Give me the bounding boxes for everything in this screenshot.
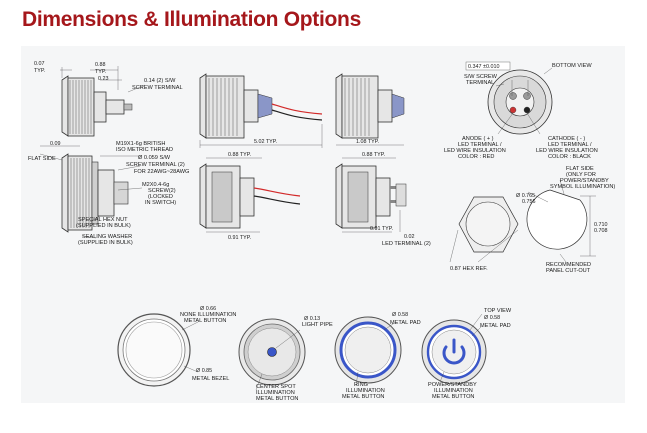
dim-088-top-typ: TYP. — [95, 69, 106, 75]
dim-088-top: 0.88 — [95, 62, 106, 68]
sw-screw-label-3: FOR 22AWG~28AWG — [134, 169, 189, 175]
opt2-label-3: ILLUMINATION — [256, 390, 295, 396]
opt4-dia-058: Ø 0.58 — [484, 315, 500, 321]
sw-screw-label-2: SCREW TERMINAL (2) — [126, 162, 185, 168]
cathode-label-2: LED TERMINAL / — [548, 142, 592, 148]
opt4-label-1: METAL PAD — [480, 323, 511, 329]
opt4-label-3: ILLUMINATION — [434, 388, 473, 394]
bottom-view — [465, 61, 553, 135]
m2-screw-label-2: SCREW(2) — [148, 188, 176, 194]
cutout-label-2: PANEL CUT-OUT — [546, 268, 591, 274]
option-center-spot — [238, 318, 306, 391]
flat-side-r1: FLAT SIDE — [566, 166, 594, 172]
opt1-dia-066: Ø 0.66 — [200, 306, 216, 312]
dim-108: 1.08 TYP. — [356, 139, 379, 145]
option-ring — [334, 316, 402, 387]
anode-label-4: COLOR : RED — [458, 154, 494, 160]
hex-nut-label-1: SPECIAL HEX NUT — [78, 217, 128, 223]
m2-screw-label-4: IN SWITCH) — [145, 200, 176, 206]
dim-502: 5.02 TYP. — [254, 139, 277, 145]
section-view-wires — [199, 157, 301, 233]
dim-0710: 0.710 — [594, 222, 608, 228]
hex-ref-label: 0.87 HEX REF. — [450, 266, 488, 272]
dim-091-mid: 0.91 TYP. — [228, 235, 251, 241]
opt3-label-4: METAL BUTTON — [342, 394, 384, 400]
dim-0708: 0.708 — [594, 228, 608, 234]
dim-007: 0.07 — [34, 61, 45, 67]
anode-label-3: LED WIRE INSULATION — [444, 148, 506, 154]
thread-label-2: ISO METRIC THREAD — [116, 147, 173, 153]
option-power-standby — [421, 313, 487, 385]
opt4-label-2: POWER/STANDBY — [428, 382, 477, 388]
dim-088-right: 0.88 TYP. — [362, 152, 385, 158]
flat-side-r4: SYMBOL ILLUMINATION) — [550, 184, 615, 190]
opt3-label-3: ILLUMINATION — [346, 388, 385, 394]
section-view-led — [335, 157, 407, 233]
led-terminal-label: LED TERMINAL (2) — [382, 241, 431, 247]
opt2-label-4: METAL BUTTON — [256, 396, 298, 402]
sw-screw-terminal-1: S/W SCREW — [464, 74, 498, 80]
cathode-label-4: COLOR : BLACK — [548, 154, 591, 160]
screw-terminal-label-1: 0.14 (2) S/W — [144, 78, 176, 84]
flat-side-label: FLAT SIDE — [28, 156, 56, 162]
dim-088-mid: 0.88 TYP. — [228, 152, 251, 158]
anode-label-1: ANODE ( + ) — [462, 136, 494, 142]
opt1-label-2: METAL BUTTON — [184, 318, 226, 324]
washer-label-2: (SUPPLIED IN BULK) — [78, 240, 133, 246]
option-none-illumination — [117, 313, 199, 387]
opt3-label-2: RING — [354, 382, 368, 388]
opt2-label-2: CENTER SPOT — [256, 384, 296, 390]
dim-0765-2: 0.756 — [522, 199, 536, 205]
flat-side-r2: (ONLY FOR — [566, 172, 596, 178]
page-title: Dimensions & Illumination Options — [22, 8, 361, 31]
opt4-label-top-view: TOP VIEW — [484, 308, 512, 314]
sw-screw-label-1: Ø 0.059 S/W — [138, 155, 171, 161]
opt2-label-1: LIGHT PIPE — [302, 322, 333, 328]
flat-side-r3: POWER/STANDBY — [560, 178, 609, 184]
dim-009: 0.09 — [50, 141, 61, 147]
dim-007-typ: TYP. — [34, 68, 45, 74]
washer-label-1: SEALING WASHER — [82, 234, 132, 240]
opt1-label-1: NONE ILLUMINATION — [180, 312, 236, 318]
opt1-dia-085: Ø 0.85 — [196, 368, 212, 374]
opt3-dia-058: Ø 0.58 — [392, 312, 408, 318]
opt1-label-3: METAL BEZEL — [192, 376, 229, 382]
cutout-label-1: RECOMMENDED — [546, 262, 591, 268]
opt3-label-1: METAL PAD — [390, 320, 421, 326]
anode-label-2: LED TERMINAL / — [458, 142, 502, 148]
hex-nut-label-2: (SUPPLIED IN BULK) — [76, 223, 131, 229]
dim-091-right: 0.91 TYP. — [370, 226, 393, 232]
m2-screw-label-1: M2X0.4-6g — [142, 182, 169, 188]
panel-cutout — [526, 179, 596, 263]
thread-label-1: M19X1-6g BRITISH — [116, 141, 165, 147]
side-view-wires — [199, 73, 323, 148]
cathode-label-3: LED WIRE INSULATION — [536, 148, 598, 154]
opt2-dia-013: Ø 0.13 — [304, 316, 320, 322]
hex-nut-top-view — [449, 196, 519, 263]
side-view-nut — [39, 145, 143, 239]
screw-terminal-label-2: SCREW TERMINAL — [132, 85, 183, 91]
dim-0347: 0.347 ±0.010 — [468, 64, 499, 70]
dim-002: 0.02 — [404, 234, 415, 240]
opt4-label-4: METAL BUTTON — [432, 394, 474, 400]
dim-023: 0.23 — [98, 76, 109, 82]
side-view-led — [335, 73, 405, 146]
cathode-label-1: CATHODE ( - ) — [548, 136, 585, 142]
bottom-view-label: BOTTOM VIEW — [552, 63, 592, 69]
dim-0765-1: Ø 0.765 — [516, 193, 535, 199]
m2-screw-label-3: (LOCKED — [148, 194, 173, 200]
power-icon — [442, 345, 466, 365]
sw-screw-terminal-2: TERMINAL — [466, 80, 494, 86]
side-view-screw — [60, 66, 146, 137]
